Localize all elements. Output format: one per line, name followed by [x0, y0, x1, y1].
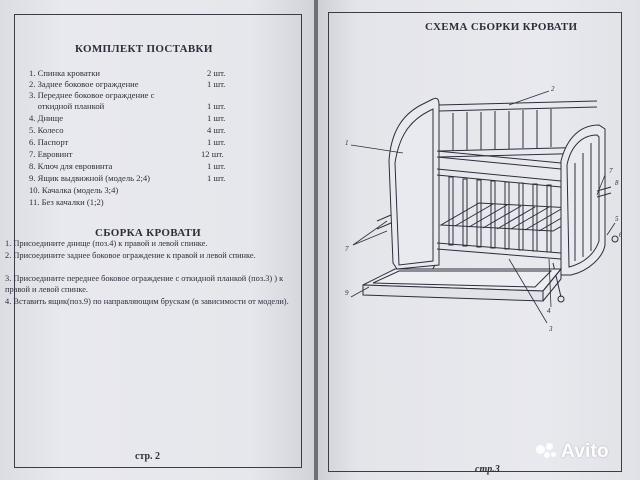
kit-item: откидной планкой	[29, 101, 105, 111]
callout-3: 3	[548, 325, 553, 333]
kit-item-qty: 12 шт.	[201, 149, 224, 159]
kit-item-qty: 1 шт.	[207, 113, 226, 123]
wheel	[557, 295, 565, 303]
kit-item: 8. Ключ для евровинта	[29, 161, 113, 171]
kit-item: 10. Качалка (модель 3;4)	[29, 185, 119, 195]
kit-item: 3. Переднее боковое ограждение с	[29, 90, 155, 100]
kit-title: КОМПЛЕКТ ПОСТАВКИ	[75, 43, 213, 55]
callout-labels: 1 2 3 4 5 6 7 7 8 9	[345, 85, 621, 333]
callout-7-left: 7	[345, 245, 349, 253]
kit-item-qty: 1 шт.	[207, 173, 226, 183]
right-page-frame: СХЕМА СБОРКИ КРОВАТИ	[328, 12, 622, 475]
assembly-title: СБОРКА КРОВАТИ	[95, 227, 201, 239]
left-headboard	[388, 97, 440, 284]
kit-item-qty: 1 шт.	[207, 137, 226, 147]
right-page: СХЕМА СБОРКИ КРОВАТИ	[318, 0, 640, 480]
kit-item-qty: 2 шт.	[207, 68, 226, 78]
left-page: КОМПЛЕКТ ПОСТАВКИ 1. Спинка кроватки 2 ш…	[0, 0, 314, 480]
kit-item-qty: 4 шт.	[207, 125, 226, 135]
assembly-step: 3. Присоедините переднее боковое огражде…	[5, 274, 284, 294]
callout-9: 9	[345, 289, 349, 297]
assembly-step: 4. Вставить ящик(поз.9) по направляющим …	[5, 297, 289, 306]
kit-item: 11. Без качалки (1;2)	[29, 197, 104, 207]
avito-logo-icon	[536, 443, 558, 459]
callout-7-right: 7	[609, 167, 613, 175]
callout-1: 1	[345, 139, 349, 147]
callout-6: 6	[619, 231, 621, 239]
assembly-step: 1. Присоедините днище (поз.4) к правой и…	[5, 239, 208, 248]
wheel	[611, 235, 619, 243]
avito-watermark: Avito	[536, 441, 609, 463]
left-page-frame: КОМПЛЕКТ ПОСТАВКИ 1. Спинка кроватки 2 ш…	[5, 14, 302, 468]
callout-5: 5	[615, 215, 619, 223]
front-rail	[436, 150, 562, 260]
euro-screws	[376, 186, 612, 230]
drawer	[362, 268, 563, 302]
kit-item-qty: 1 шт.	[207, 161, 226, 171]
kit-item: 6. Паспорт	[29, 137, 69, 147]
leader-lines	[350, 90, 616, 324]
kit-item: 4. Днище	[29, 113, 64, 123]
diagram-title: СХЕМА СБОРКИ КРОВАТИ	[425, 21, 578, 33]
kit-item: 1. Спинка кроватки	[29, 68, 100, 78]
assembly-step: 2. Присоедините заднее боковое ограждени…	[5, 251, 256, 260]
right-headboard	[552, 124, 606, 298]
avito-watermark-text: Avito	[561, 441, 609, 462]
page-number: стр. 2	[135, 451, 161, 462]
kit-item-qty: 1 шт.	[207, 79, 226, 89]
kit-item: 7. Евровинт	[29, 149, 73, 159]
kit-item-qty: 1 шт.	[207, 101, 226, 111]
callout-8: 8	[615, 179, 619, 187]
callout-4: 4	[547, 307, 551, 315]
kit-item: 9. Ящик выдвижной (модель 2;4)	[29, 173, 151, 183]
callout-2: 2	[551, 85, 555, 93]
kit-item: 2. Заднее боковое ограждение	[29, 79, 139, 89]
crib-assembly-diagram: 1 2 3 4 5 6 7 7 8 9	[345, 85, 621, 333]
page-number: стр.3	[475, 464, 500, 475]
kit-item: 5. Колесо	[29, 125, 64, 135]
